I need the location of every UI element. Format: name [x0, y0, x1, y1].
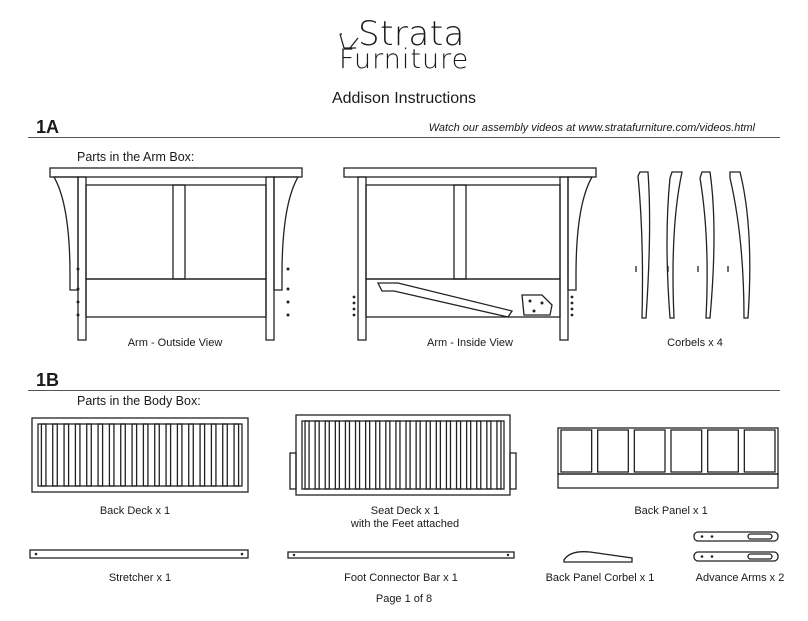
caption-back-deck: Back Deck x 1	[99, 505, 171, 517]
caption-back-panel: Back Panel x 1	[634, 505, 708, 517]
foot-connector-illustration	[287, 551, 515, 559]
logo-line-1: Strata	[358, 14, 465, 54]
seat-deck-slat	[364, 420, 371, 490]
caption-stretcher: Stretcher x 1	[108, 572, 172, 584]
back-deck-slat	[131, 423, 138, 487]
seat-deck-slat	[486, 420, 492, 490]
back-deck-slat	[188, 423, 194, 487]
back-deck-slat	[63, 423, 70, 487]
caption-corbels: Corbels x 4	[667, 337, 723, 349]
back-panel-section	[633, 429, 666, 473]
seat-deck-slat	[385, 420, 391, 490]
back-panel-section	[743, 429, 776, 473]
page-title: Addison Instructions	[331, 90, 477, 107]
back-deck-slat	[97, 423, 104, 487]
caption-advance-arms: Advance Arms x 2	[695, 572, 785, 584]
seat-deck-slat	[455, 420, 462, 490]
back-deck-slat	[142, 423, 149, 487]
seat-deck-slat	[415, 420, 421, 490]
back-deck-slat	[199, 423, 206, 487]
section-1a-rule	[28, 137, 780, 138]
seat-deck-slat	[395, 420, 401, 490]
seat-deck-slat	[465, 420, 472, 490]
corbels-illustration	[635, 171, 751, 319]
seat-deck-slat	[324, 420, 330, 490]
back-deck-slat	[52, 423, 58, 487]
caption-back-panel-corbel: Back Panel Corbel x 1	[545, 572, 655, 584]
caption-arm-outside: Arm - Outside View	[127, 337, 223, 349]
page-number: Page 1 of 8	[375, 593, 433, 605]
caption-seat-deck: Seat Deck x 1	[370, 505, 440, 517]
seat-deck-slat	[314, 420, 320, 490]
back-deck-slat	[222, 423, 228, 487]
back-panel-section	[560, 429, 593, 473]
video-note: Watch our assembly videos at www.strataf…	[428, 122, 755, 134]
back-panel-section	[670, 429, 703, 473]
back-deck-illustration	[31, 417, 249, 493]
section-1b-subtitle: Parts in the Body Box:	[77, 394, 201, 408]
back-deck-slat	[108, 423, 115, 487]
back-deck-slat	[165, 423, 172, 487]
back-panel-section	[707, 429, 739, 473]
seat-deck-slat	[344, 420, 351, 490]
section-1b-label: 1B	[36, 370, 60, 390]
caption-arm-inside: Arm - Inside View	[427, 337, 513, 349]
back-panel-illustration	[557, 427, 779, 489]
stretcher-illustration	[29, 549, 249, 559]
section-1a-subtitle: Parts in the Arm Box:	[77, 150, 195, 164]
back-deck-slat	[154, 423, 160, 487]
section-1b-rule	[28, 390, 780, 391]
caption-seat-deck-note: with the Feet attached	[350, 518, 460, 530]
advance-arms-illustration	[693, 531, 779, 562]
back-deck-slat	[176, 423, 183, 487]
arm-outside-illustration	[49, 167, 303, 341]
caption-foot-connector: Foot Connector Bar x 1	[344, 572, 458, 584]
seat-deck-slat	[405, 420, 411, 490]
back-deck-slat	[120, 423, 126, 487]
logo	[330, 12, 480, 72]
back-panel-corbel-illustration	[563, 551, 633, 563]
back-panel-section	[597, 429, 629, 473]
seat-deck-slat	[375, 420, 381, 490]
back-deck-slat	[86, 423, 92, 487]
seat-deck-slat	[304, 420, 310, 490]
seat-deck-illustration	[289, 414, 517, 496]
seat-deck-slat	[354, 420, 361, 490]
seat-deck-slat	[445, 420, 452, 490]
back-deck-slat	[233, 423, 240, 487]
chair-logo-icon	[339, 33, 359, 49]
seat-deck-slat	[435, 420, 442, 490]
back-deck-slat	[74, 423, 81, 487]
section-1a-label: 1A	[36, 117, 60, 137]
seat-deck-slat	[334, 420, 341, 490]
seat-deck-slat	[425, 420, 431, 490]
logo-line-2: Furniture	[339, 44, 470, 75]
back-deck-slat	[210, 423, 217, 487]
seat-deck-slat	[496, 420, 502, 490]
seat-deck-slat	[476, 420, 482, 490]
back-deck-slat	[40, 423, 47, 487]
arm-inside-illustration	[343, 167, 597, 341]
